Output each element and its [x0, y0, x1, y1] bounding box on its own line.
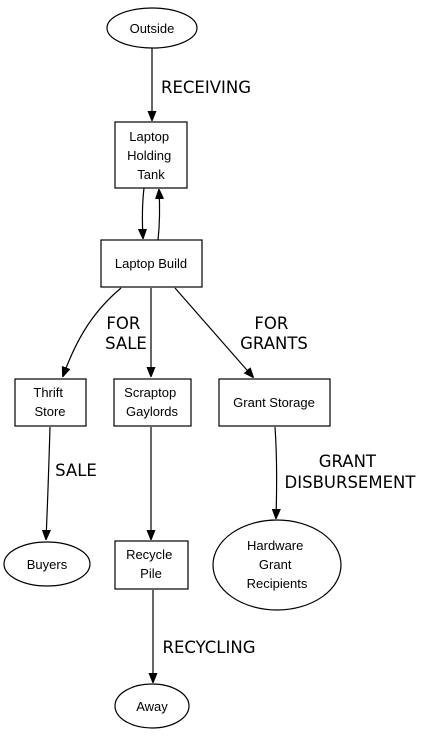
- node-laptop-holding-tank-label: Laptop Holding Tank: [127, 129, 175, 182]
- node-grant-storage-shape: [218, 378, 331, 427]
- node-scraptop-gaylords-label: Scraptop Gaylords: [124, 385, 180, 419]
- node-buyers-label: Buyers: [27, 557, 68, 572]
- node-thrift-store-label: Thrift Store: [33, 385, 66, 419]
- node-grant-storage-label: Grant Storage: [233, 395, 315, 410]
- edge-holding-tank-to-build: [142, 187, 144, 238]
- edge-label-receiving: RECEIVING: [161, 78, 251, 97]
- node-recycle-pile: Recycle Pile: [114, 540, 189, 590]
- edge-label-for-grants: FOR GRANTS: [240, 314, 308, 353]
- node-recycle-pile-label: Recycle Pile: [126, 547, 176, 581]
- node-recycle-pile-shape: [114, 540, 189, 590]
- edge-label-grant-disbursement: GRANT DISBURSEMENT: [285, 452, 417, 492]
- node-scraptop-gaylords-shape: [113, 378, 192, 427]
- edge-build-to-holding-tank: [158, 190, 160, 241]
- node-thrift-store: Thrift Store: [14, 378, 87, 427]
- node-outside-label: Outside: [130, 21, 175, 36]
- node-scraptop-gaylords: Scraptop Gaylords: [113, 378, 192, 427]
- node-hardware-grant-recipients-label: Hardware Grant Recipients: [247, 538, 308, 591]
- node-laptop-holding-tank-shape: [114, 121, 188, 189]
- node-grant-storage: Grant Storage: [218, 378, 331, 427]
- edge-build-to-grant-storage: [174, 287, 253, 377]
- node-hardware-grant-recipients-shape: [212, 519, 342, 611]
- node-buyers: Buyers: [3, 541, 91, 587]
- edge-build-to-thrift-store: [63, 287, 122, 376]
- node-thrift-store-shape: [14, 378, 87, 427]
- node-away-label: Away: [136, 699, 168, 714]
- node-laptop-build-label: Laptop Build: [115, 256, 187, 271]
- edge-thrift-store-to-buyers: [46, 426, 50, 539]
- node-laptop-build: Laptop Build: [100, 239, 203, 288]
- edge-label-for-sale: FOR SALE: [105, 314, 147, 353]
- node-laptop-build-shape: [100, 239, 203, 288]
- node-hardware-grant-recipients: Hardware Grant Recipients: [212, 519, 342, 611]
- edge-label-sale: SALE: [55, 461, 97, 480]
- node-outside-shape: [106, 7, 198, 49]
- node-buyers-shape: [3, 541, 91, 587]
- node-away: Away: [114, 683, 190, 729]
- edge-grant-storage-to-grant-recipients: [275, 426, 277, 518]
- node-laptop-holding-tank: Laptop Holding Tank: [114, 121, 188, 189]
- edge-label-recycling: RECYCLING: [162, 638, 255, 657]
- node-outside: Outside: [106, 7, 198, 49]
- node-away-shape: [114, 683, 190, 729]
